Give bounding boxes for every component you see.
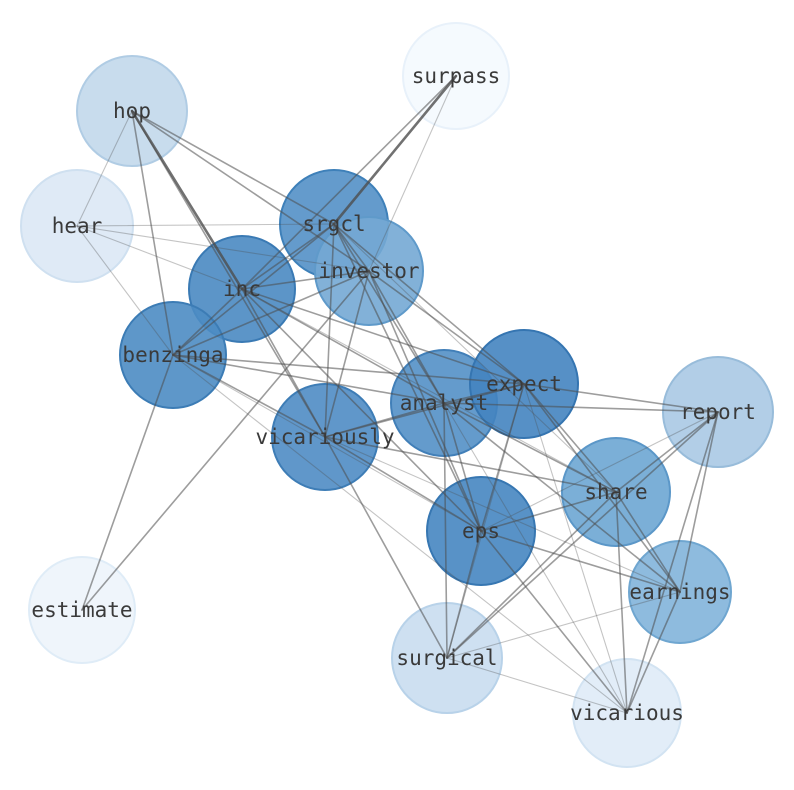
node-benzinga-label: benzinga — [122, 343, 223, 367]
edge-expect-report — [523, 383, 719, 413]
edge-estimate-investor — [81, 270, 370, 611]
edge-vicariously-eps — [324, 436, 482, 532]
edge-benzinga-analyst — [172, 354, 445, 404]
edge-hear-benzinga — [76, 225, 174, 356]
edge-investor-eps — [368, 270, 482, 532]
edge-earnings-surgical — [446, 591, 681, 659]
edge-analyst-earnings — [443, 402, 681, 593]
edge-srgcl-share — [333, 223, 617, 493]
edge-srgcl-benzinga — [172, 223, 335, 356]
edge-srgcl-vicariously — [324, 223, 335, 438]
edge-eps-report — [480, 411, 719, 532]
edge-investor-expect — [368, 270, 525, 385]
edge-investor-vicariously — [324, 270, 370, 438]
edge-vicariously-surgical — [324, 436, 448, 659]
edge-expect-share — [523, 383, 617, 493]
edge-estimate-benzinga — [81, 354, 174, 611]
node-vicariously-label: vicariously — [255, 425, 394, 449]
edge-inc-vicariously — [241, 288, 326, 438]
edge-inc-analyst — [241, 288, 445, 404]
edge-eps-vicarious — [480, 530, 628, 714]
node-hear-circle — [20, 169, 134, 283]
edge-surpass-srgcl — [332, 74, 458, 226]
edge-report-vicarious — [626, 411, 719, 714]
node-share-label: share — [584, 480, 647, 504]
edge-inc-eps — [241, 288, 482, 532]
node-earnings-label: earnings — [629, 580, 730, 604]
edge-benzinga-vicarious — [172, 354, 628, 714]
edge-surgical-report — [446, 411, 719, 659]
edge-analyst-eps — [443, 402, 482, 532]
node-estimate-label: estimate — [31, 598, 132, 622]
edge-hop-srgcl — [131, 110, 335, 225]
edge-surpass-investor — [368, 75, 457, 272]
node-vicarious-label: vicarious — [570, 701, 684, 725]
edge-hear-investor — [76, 225, 370, 272]
edge-hop-hear — [76, 110, 133, 227]
node-surpass-label: surpass — [412, 64, 501, 88]
edge-analyst-expect — [443, 383, 525, 404]
edge-benzinga-eps — [172, 354, 482, 532]
edge-eps-earnings — [480, 530, 681, 593]
edge-investor-analyst — [368, 270, 445, 404]
edge-surpass-inc — [241, 75, 457, 290]
edge-srgcl-investor — [333, 223, 370, 272]
edge-expect-vicarious — [523, 383, 628, 714]
edge-srgcl-expect — [333, 223, 525, 385]
edge-srgcl-analyst — [333, 223, 445, 404]
edge-expect-earnings — [523, 383, 681, 593]
edge-earnings-report — [679, 411, 719, 593]
node-eps-label: eps — [462, 519, 500, 543]
edge-analyst-report — [443, 402, 719, 413]
edge-earnings-vicarious — [626, 591, 681, 714]
edge-surgical-vicarious — [446, 657, 628, 714]
edge-hop-vicariously — [131, 110, 326, 438]
edge-eps-surgical — [446, 530, 482, 659]
node-report-label: report — [680, 400, 756, 424]
edge-share-surgical — [446, 491, 617, 659]
edge-eps-share — [480, 491, 617, 532]
edge-inc-benzinga — [172, 288, 243, 356]
edge-inc-share — [241, 288, 617, 493]
edge-investor-benzinga — [172, 270, 370, 356]
labels-layer: hop hear surpass estimate srgcl investor inc be… — [31, 64, 756, 725]
edge-hear-inc — [76, 225, 243, 290]
edge-analyst-vicarious — [443, 402, 628, 714]
edge-investor-inc — [241, 270, 370, 290]
edge-vicariously-expect — [324, 383, 525, 438]
node-surgical-label: surgical — [396, 646, 497, 670]
node-hear-label: hear — [52, 214, 103, 238]
edges-layer — [76, 74, 719, 714]
node-analyst-label: analyst — [400, 391, 489, 415]
node-investor-label: investor — [318, 259, 419, 283]
edge-share-vicarious — [615, 491, 628, 714]
edge-hear-srgcl — [76, 223, 335, 227]
node-expect-label: expect — [486, 372, 562, 396]
edge-vicariously-earnings — [324, 436, 681, 593]
edge-hop-investor — [131, 110, 370, 272]
node-hop-label: hop — [113, 99, 151, 123]
edge-hop-benzinga — [131, 110, 174, 356]
edge-srgcl-inc — [241, 223, 335, 290]
edge-analyst-surgical — [443, 402, 448, 659]
edge-vicariously-share — [324, 436, 617, 493]
edge-inc-expect — [241, 288, 525, 385]
edge-benzinga-expect — [172, 354, 525, 385]
node-srgcl-label: srgcl — [302, 212, 365, 236]
edge-expect-eps — [480, 383, 525, 532]
edge-benzinga-vicariously — [172, 354, 326, 438]
edge-share-report — [615, 411, 719, 493]
node-inc-label: inc — [223, 277, 261, 301]
edge-analyst-share — [443, 402, 617, 493]
